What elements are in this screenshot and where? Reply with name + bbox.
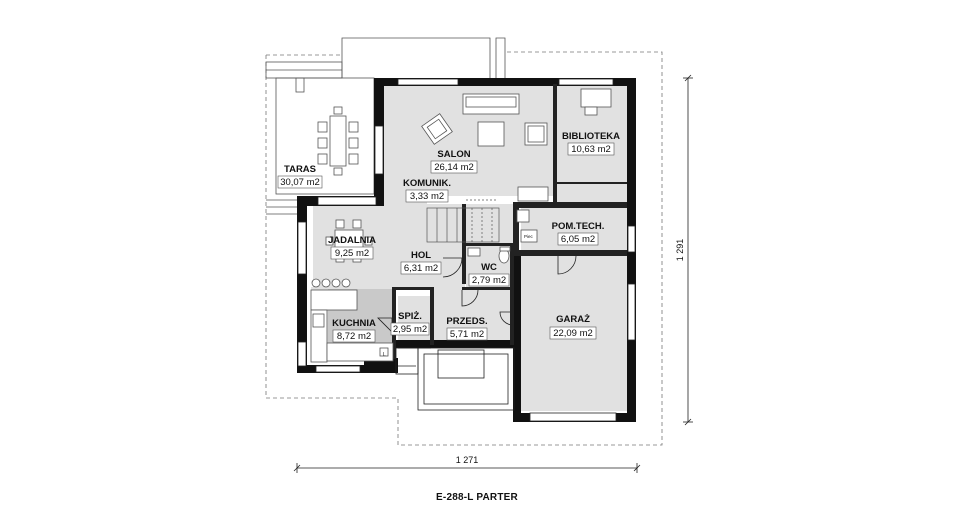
room-area-box-biblioteka (567, 142, 615, 156)
room-area-box-hol (400, 261, 442, 275)
room-name-pom-tech: POM.TECH. (552, 221, 605, 232)
width-dimension (293, 463, 641, 473)
room-area-komunik: 3,33 m2 (410, 191, 444, 202)
room-area-salon: 26,14 m2 (434, 162, 474, 173)
room-name-taras: TARAS (284, 164, 316, 175)
room-area-przeds: 5,71 m2 (450, 329, 484, 340)
room-area-box-garaz (549, 326, 597, 340)
room-name-salon: SALON (437, 149, 470, 160)
height-dimension-label: 1 291 (675, 239, 685, 262)
room-name-hol: HOL (411, 250, 431, 261)
living-room-furniture (421, 93, 549, 202)
wc-fixtures (467, 246, 511, 264)
sink-label: L (383, 352, 386, 358)
width-dimension-label: 1 271 (456, 455, 479, 465)
height-dimension (683, 74, 693, 426)
terrace-table (317, 106, 359, 176)
doors (377, 255, 577, 333)
room-name-wc: WC (481, 262, 497, 273)
room-name-spiz: SPIŻ. (398, 311, 422, 322)
room-name-komunik: KOMUNIK. (403, 178, 451, 189)
tech-room-fixtures (516, 209, 538, 243)
kitchen-counters (310, 289, 394, 363)
room-area-box-salon (430, 160, 478, 174)
room-area-taras: 30,07 m2 (280, 177, 320, 188)
room-area-kuchnia: 8,72 m2 (337, 331, 371, 342)
room-area-garaz: 22,09 m2 (553, 328, 593, 339)
staircase (426, 199, 500, 243)
room-area-spiz: 2,95 m2 (393, 324, 427, 335)
room-area-hol: 6,31 m2 (404, 263, 438, 274)
entrance-porch (395, 347, 515, 411)
room-area-box-spiz (390, 322, 430, 336)
library-desk (580, 88, 612, 116)
room-area-box-taras (277, 175, 323, 189)
room-area-pom-tech: 6,05 m2 (561, 234, 595, 245)
room-name-jadalnia: JADALNIA (328, 235, 376, 246)
room-name-biblioteka: BIBLIOTEKA (562, 131, 620, 142)
windows (297, 78, 636, 422)
room-name-kuchnia: KUCHNIA (332, 318, 376, 329)
room-area-box-przeds (446, 327, 488, 341)
plot-outline (265, 51, 663, 446)
room-area-biblioteka: 10,63 m2 (571, 144, 611, 155)
room-name-przeds: PRZEDS. (446, 316, 487, 327)
room-area-box-jadalnia (330, 246, 374, 260)
room-area-box-komunik (405, 189, 449, 203)
interior-walls (392, 84, 627, 359)
room-labels: TARAS 30,07 m2 SALON 26,14 m2 BIBLIOTEKA… (277, 131, 620, 343)
room-area-box-pom-tech (557, 232, 599, 246)
room-area-wc: 2,79 m2 (472, 275, 506, 286)
plan-caption: E-288-L PARTER (436, 492, 518, 503)
boiler-label: Piec (524, 234, 534, 239)
room-area-jadalnia: 9,25 m2 (335, 248, 369, 259)
room-name-garaz: GARAŻ (556, 314, 590, 325)
room-area-box-wc (468, 273, 510, 287)
room-area-box-kuchnia (332, 329, 376, 343)
kitchen-island (311, 278, 351, 288)
